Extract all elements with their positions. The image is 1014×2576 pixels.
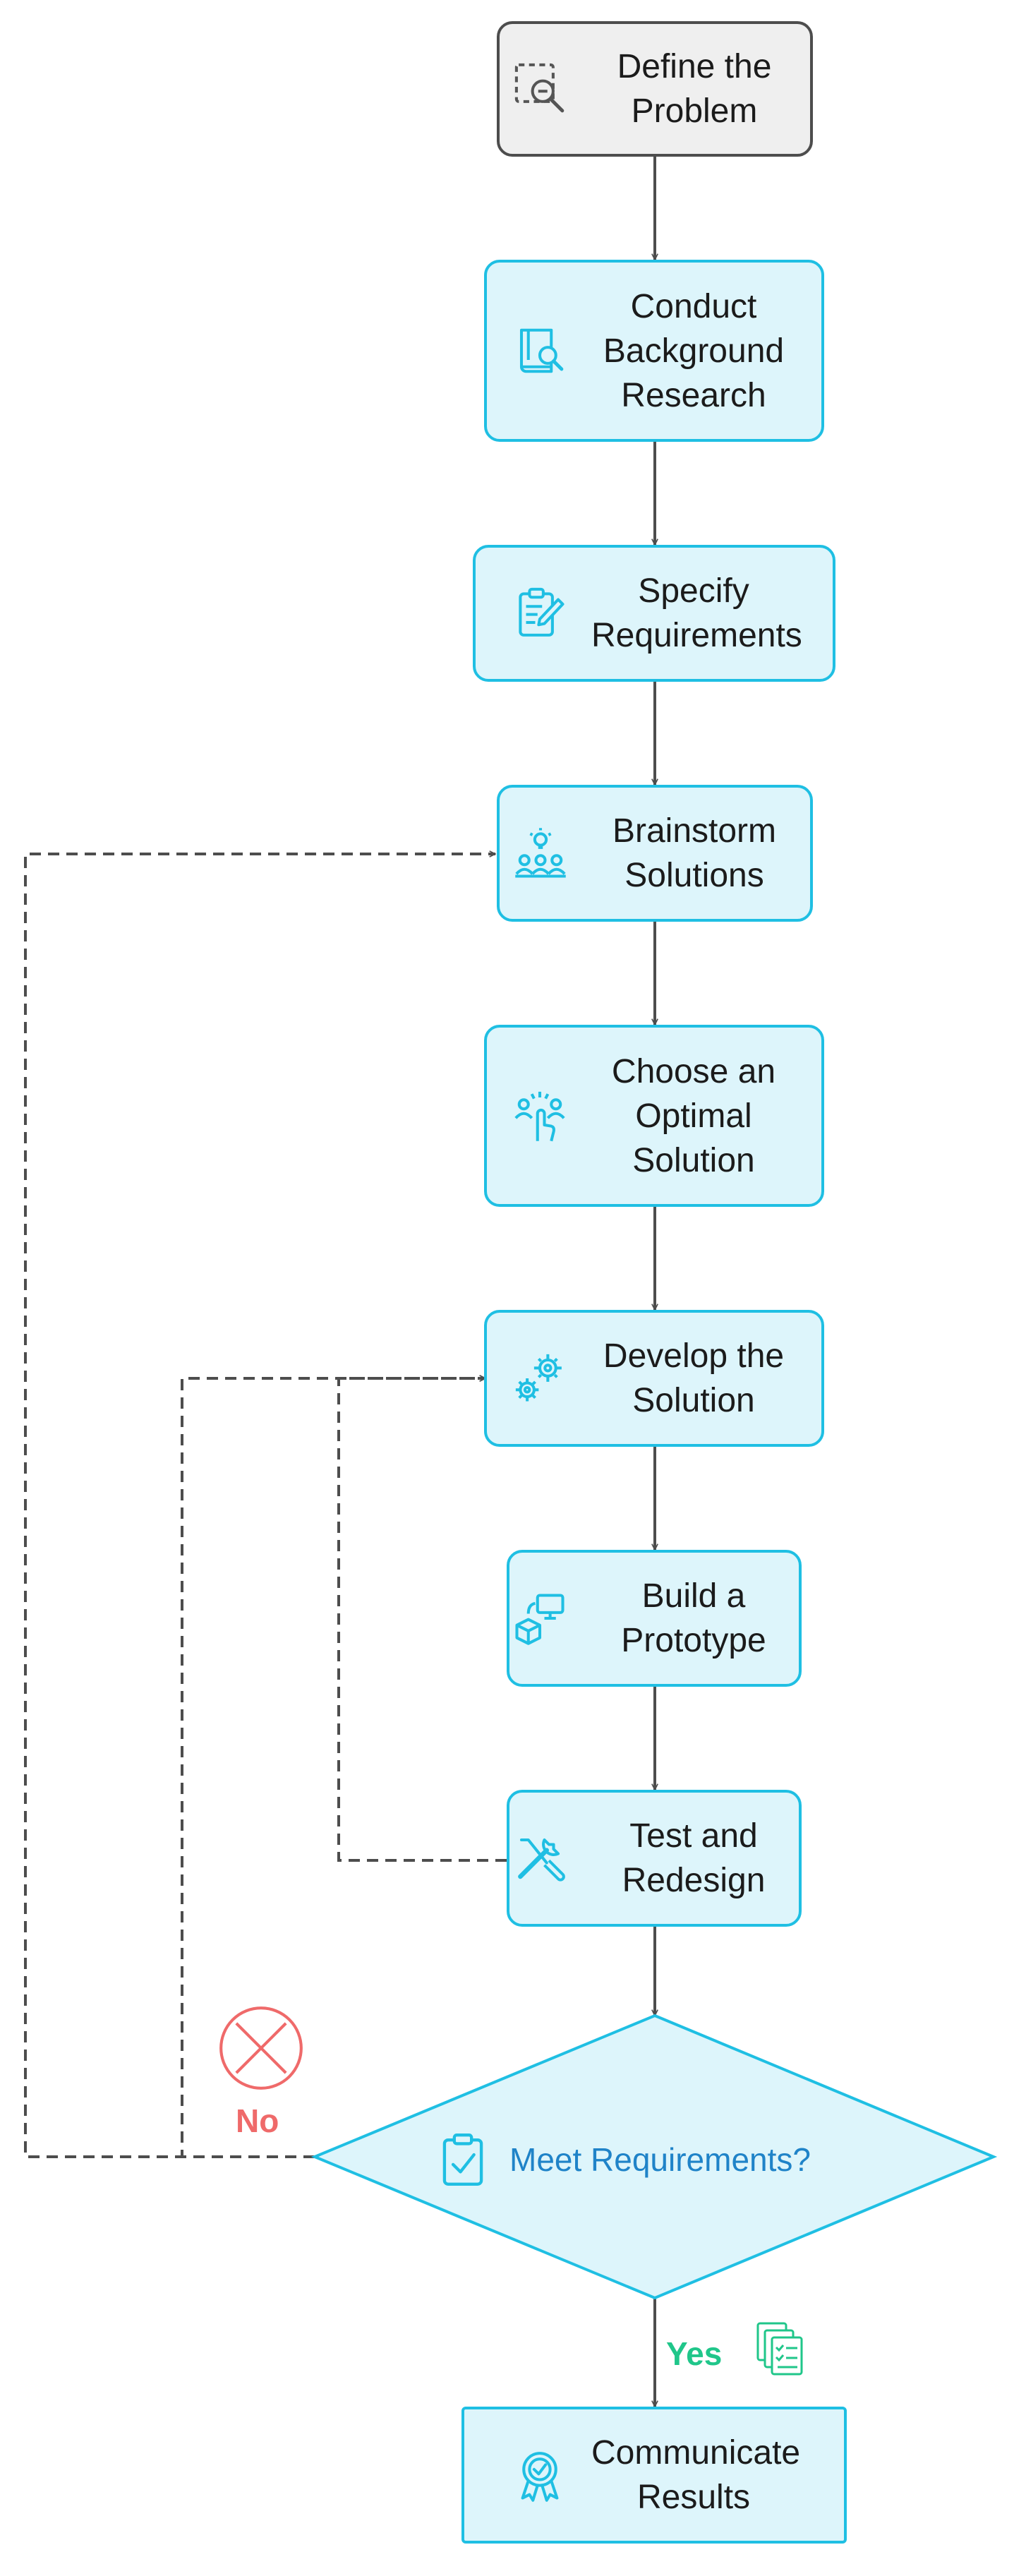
node-label: Develop the Solution <box>603 1337 785 1419</box>
node-choose-solution: Choose an Optimal Solution <box>484 1025 824 1207</box>
node-label: Test and Redesign <box>622 1817 766 1899</box>
node-build-prototype: Build a Prototype <box>507 1550 802 1687</box>
node-label: Specify Requirements <box>591 572 802 654</box>
team-idea-icon <box>515 828 566 878</box>
gears-icon <box>515 1354 562 1402</box>
node-define-problem: Define the Problem <box>497 21 813 157</box>
node-communicate-results: Communicate Results <box>461 2407 847 2544</box>
checklist-documents-icon <box>756 2322 803 2376</box>
node-label: Build a Prototype <box>621 1577 766 1659</box>
hand-select-people-icon <box>514 1091 565 1142</box>
cross-circle-icon <box>219 2006 303 2090</box>
clipboard-check-icon <box>442 2133 483 2186</box>
yes-branch-label: Yes <box>666 2335 723 2372</box>
tools-wrench-screwdriver-icon <box>518 1838 565 1882</box>
node-test-redesign: Test and Redesign <box>507 1790 802 1927</box>
decision-label: Meet Requirements? <box>509 2141 811 2178</box>
node-label: Define the Problem <box>617 48 772 130</box>
clipboard-edit-icon <box>519 587 565 637</box>
edge-test-loop-to-develop <box>337 1378 507 1862</box>
node-label: Brainstorm Solutions <box>612 812 777 894</box>
prototype-cube-monitor-icon <box>515 1594 565 1645</box>
no-branch-label: No <box>236 2102 279 2139</box>
node-label: Communicate Results <box>591 2434 801 2516</box>
edge-no-to-brainstorm <box>24 854 495 2158</box>
decision-diamond <box>310 2014 998 2300</box>
node-label: Conduct Background Research <box>603 287 785 414</box>
node-develop-solution: Develop the Solution <box>484 1310 824 1447</box>
node-label: Choose an Optimal Solution <box>611 1052 776 1179</box>
zoom-out-icon <box>514 63 565 113</box>
book-search-icon <box>519 328 564 373</box>
decision-content: Meet Requirements? <box>437 2131 960 2188</box>
node-background-research: Conduct Background Research <box>484 260 824 442</box>
node-brainstorm: Brainstorm Solutions <box>497 785 813 922</box>
award-badge-icon <box>521 2452 559 2502</box>
node-specify-requirements: Specify Requirements <box>473 545 835 682</box>
